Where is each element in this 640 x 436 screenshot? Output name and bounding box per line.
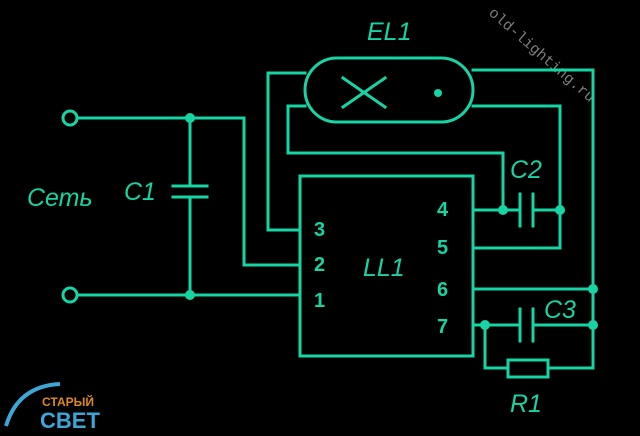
- pin-4: 4: [437, 199, 449, 221]
- label-r1: R1: [510, 390, 542, 418]
- pin-7: 7: [437, 316, 448, 338]
- resistor-r1: [506, 358, 550, 379]
- mains-terminal-bottom: [61, 286, 79, 304]
- ic-ll1-body: [298, 174, 475, 358]
- junction-dot: [588, 320, 598, 330]
- label-el1: EL1: [367, 18, 411, 46]
- mains-terminal-top: [61, 109, 79, 127]
- junction-dot: [185, 290, 195, 300]
- mains-wires: [75, 116, 302, 297]
- pin-2: 2: [314, 254, 325, 276]
- logo-top-text: СТАРЫЙ: [42, 394, 94, 409]
- junction-dot: [480, 320, 490, 330]
- label-c3: C3: [544, 296, 576, 324]
- pin-1: 1: [314, 290, 325, 312]
- pin-6: 6: [437, 279, 448, 301]
- junction-dot: [555, 205, 565, 215]
- pin-3: 3: [314, 219, 325, 241]
- junction-dot: [498, 205, 508, 215]
- lamp-wires: [266, 68, 595, 327]
- junction-dot: [185, 113, 195, 123]
- logo-bottom-text: СВЕТ: [40, 408, 100, 433]
- label-c1: C1: [124, 178, 156, 206]
- label-c2: C2: [510, 156, 542, 184]
- lamp-el1: [303, 56, 475, 124]
- capacitor-c2: [471, 192, 562, 228]
- pin-5: 5: [437, 237, 448, 259]
- junction-dot: [588, 284, 598, 294]
- capacitor-c1: [171, 184, 209, 199]
- logo: СТАРЫЙ СВЕТ: [4, 382, 100, 433]
- label-ll1: LL1: [363, 254, 405, 282]
- watermark: old-lighting.ru: [485, 5, 598, 106]
- label-mains: Сеть: [27, 184, 93, 212]
